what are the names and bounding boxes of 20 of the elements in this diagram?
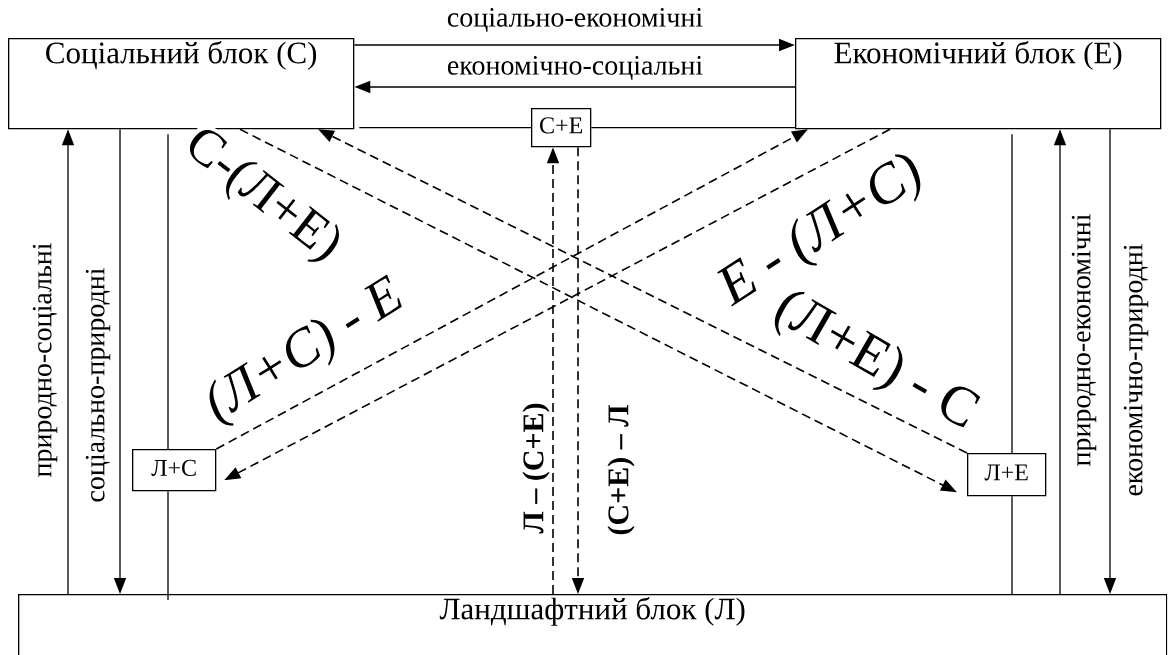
edge-label: Л – (С+Е) bbox=[521, 401, 551, 535]
block-box: Економічний блок (Е) bbox=[795, 38, 1162, 130]
edge-label: соціально-природні bbox=[84, 266, 112, 504]
connector-line bbox=[1011, 133, 1013, 454]
block-box: Ландшафтний блок (Л) bbox=[18, 594, 1168, 655]
edge-label: економічно-соціальні bbox=[445, 55, 705, 81]
combination-box: Л+Е bbox=[967, 453, 1047, 497]
edge-label: (С+Е) – Л bbox=[606, 403, 636, 537]
combination-box: Л+С bbox=[132, 449, 217, 492]
edge-label: соціально-економічні bbox=[445, 7, 705, 33]
connector-line bbox=[1011, 495, 1013, 595]
edge-label: природно-соціальні bbox=[31, 241, 59, 479]
edge-label: природно-економічні bbox=[1070, 212, 1098, 468]
edge-label: економічно-природні bbox=[1122, 242, 1150, 498]
connector-line bbox=[167, 133, 169, 450]
combination-box: С+Е bbox=[531, 108, 592, 148]
block-box: Соціальний блок (С) bbox=[8, 38, 355, 130]
connector-line bbox=[590, 127, 796, 129]
connector-line bbox=[167, 490, 169, 601]
connector-line bbox=[358, 127, 532, 129]
